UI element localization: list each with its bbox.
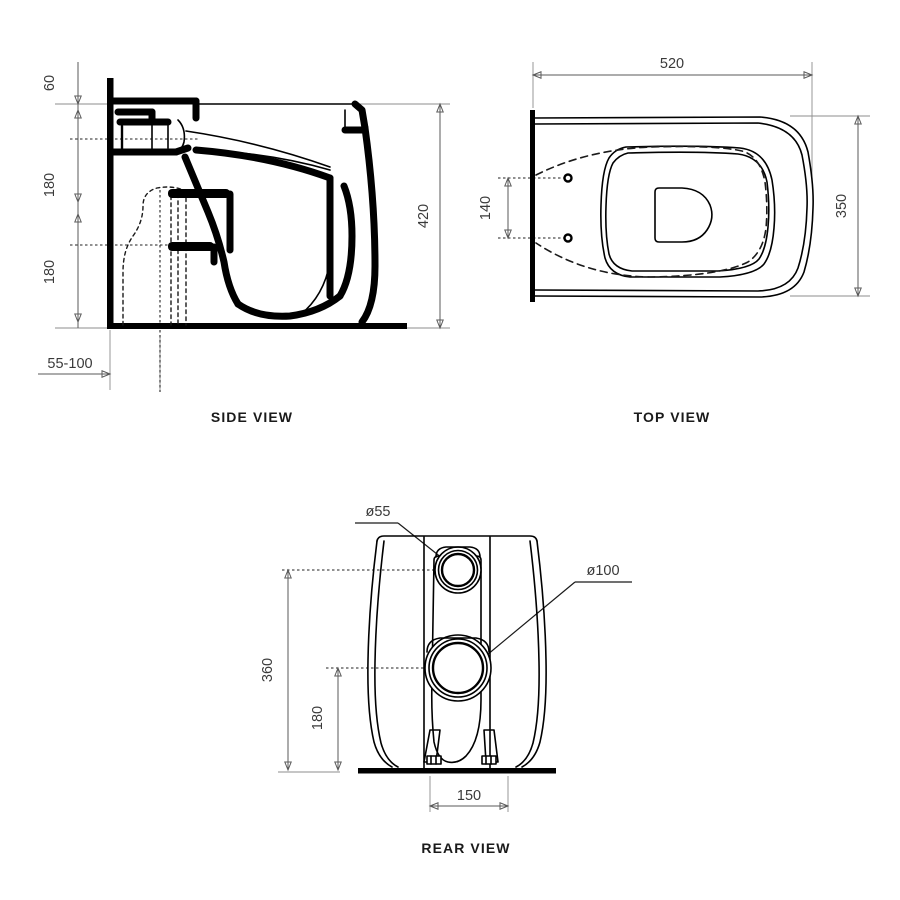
top-view-group: 520 350 140: [478, 56, 870, 425]
rear-dim-d55: ø55: [366, 504, 391, 520]
rear-view-waste-outlet: [424, 634, 492, 702]
top-view-fixing-hole-upper: [563, 173, 573, 183]
side-view-outlet-connectors: [168, 189, 234, 266]
rear-view-top-cap: [376, 535, 538, 542]
top-view-hidden-rim: [535, 145, 768, 278]
rear-view-right-flank-outer: [521, 540, 547, 768]
top-view-seat-ring-inner: [605, 151, 770, 272]
rear-view-inlet-diameter-callout: ø55: [355, 504, 458, 571]
side-view-hidden-trap-outline: [122, 186, 187, 326]
top-view-outer-outline-inner: [533, 122, 808, 292]
rear-view-left-flank-outer: [367, 540, 393, 768]
side-dim-180-lower: 180: [42, 260, 58, 284]
rear-view-foot-spacing-dimension: 150: [428, 788, 510, 810]
side-view-vertical-dimension-chain: 60 180 180: [42, 62, 82, 328]
side-dim-180-upper: 180: [42, 173, 58, 197]
side-view-extension-lines: [55, 103, 450, 392]
side-view-wall-offset-dimension: 55-100: [38, 356, 112, 378]
top-view-fixing-hole-lower: [563, 233, 573, 243]
side-view-seat-assembly: [109, 97, 200, 156]
rear-view-label: REAR VIEW: [421, 840, 510, 856]
rear-view-outlet-diameter-callout: ø100: [486, 563, 632, 656]
top-view-outer-outline: [533, 116, 814, 298]
side-view-floor-line: [107, 323, 407, 329]
top-view-width-dimension: 350: [834, 114, 862, 298]
side-view-wall-line: [107, 78, 114, 328]
top-view-flush-aperture: [654, 187, 713, 243]
top-view-extension-lines: [532, 62, 870, 297]
side-view-rim-profile: [185, 103, 356, 182]
side-dim-60: 60: [42, 75, 58, 91]
top-view-seat-ring-outer: [600, 145, 776, 278]
side-view-outlet-centerlines: [70, 138, 200, 392]
top-view-depth-dimension: 520: [531, 56, 814, 79]
side-view-outer-shell: [341, 100, 379, 326]
rear-view-fixing-feet: [423, 729, 499, 765]
top-dim-140: 140: [478, 196, 494, 220]
rear-dim-180: 180: [310, 706, 326, 730]
side-dim-55-100: 55-100: [47, 356, 92, 372]
side-view-label: SIDE VIEW: [211, 409, 293, 425]
rear-view-water-inlet: [434, 546, 482, 594]
side-view-bowl-profile: [181, 153, 356, 320]
rear-view-right-flank-inner: [515, 540, 540, 768]
top-view-label: TOP VIEW: [634, 409, 711, 425]
side-view-group: 60 180 180 420 55-100: [38, 62, 450, 425]
rear-view-floor-line: [358, 768, 556, 774]
rear-dim-360: 360: [260, 658, 276, 682]
rear-dim-150: 150: [457, 788, 481, 804]
top-dim-350: 350: [834, 194, 850, 218]
rear-view-group: 360 180 150 ø55 ø100: [260, 504, 632, 856]
top-view-fixing-spacing-dimension: 140: [478, 176, 572, 240]
top-dim-520: 520: [660, 56, 684, 72]
rear-view-left-flank-inner: [374, 540, 399, 768]
rear-view-upper-outlet-dimension: 360: [260, 568, 470, 772]
side-view-overall-height-dimension: 420: [416, 102, 444, 330]
side-dim-420: 420: [416, 204, 432, 228]
top-view-wall-line: [530, 110, 535, 302]
rear-dim-d100: ø100: [586, 563, 619, 579]
